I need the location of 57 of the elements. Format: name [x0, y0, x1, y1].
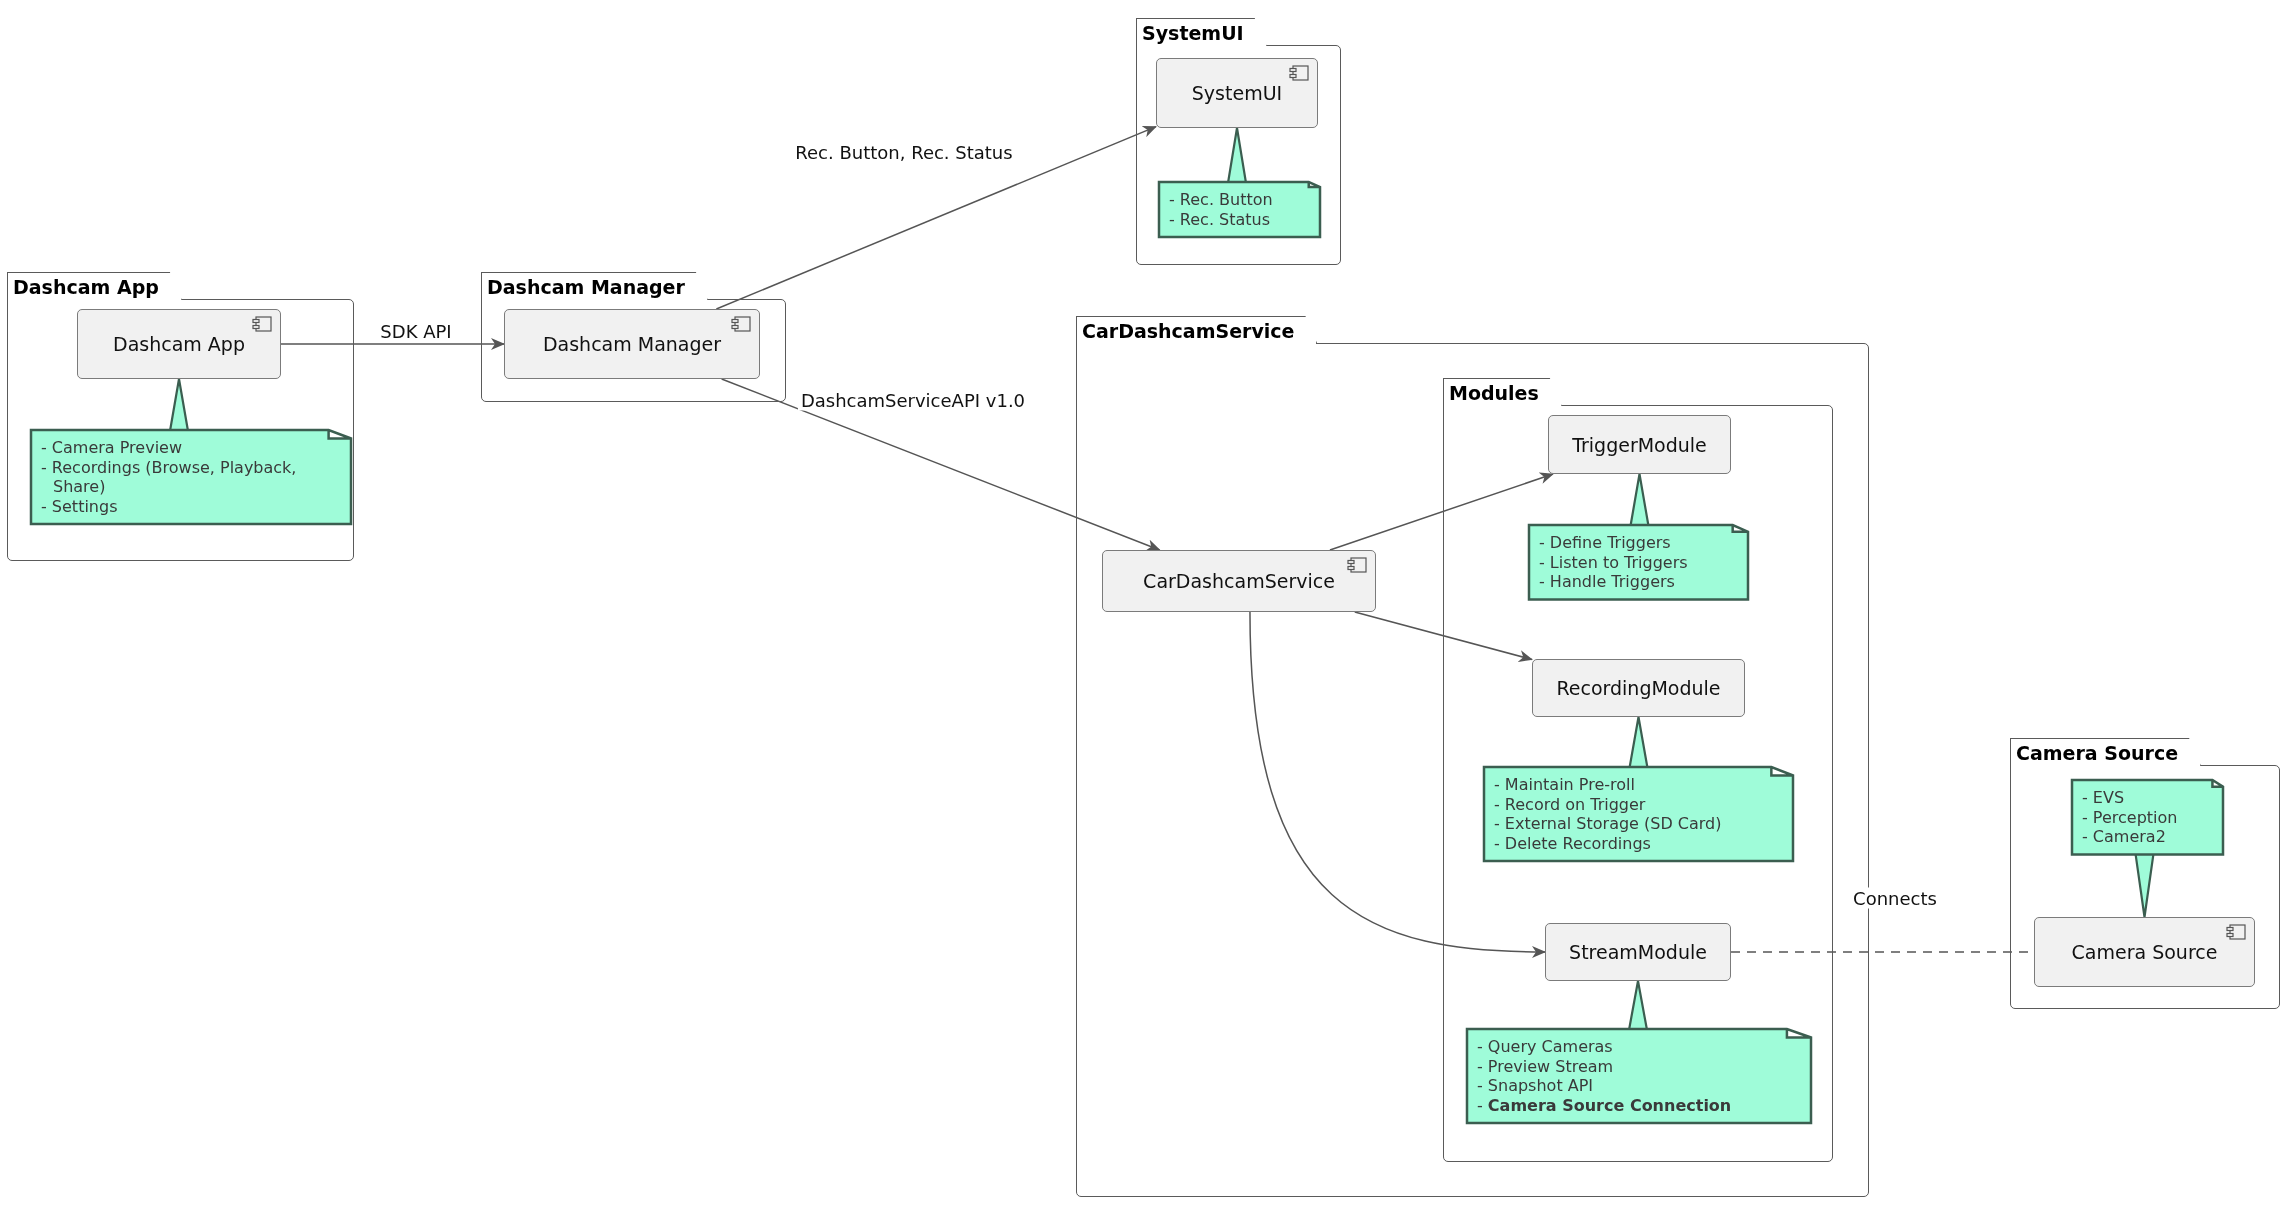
note: [2072, 780, 2223, 855]
arrow: [1249, 611, 1546, 958]
component-label: CarDashcamService: [1143, 570, 1335, 592]
arrow: [1329, 472, 1554, 551]
component-box: [504, 309, 760, 379]
component-label: StreamModule: [1569, 941, 1707, 963]
note-item: - Record on Trigger: [1494, 794, 1647, 815]
note: [1529, 525, 1748, 600]
package-title: CarDashcamService: [1076, 316, 1318, 344]
note-item: - Listen to Triggers: [1539, 552, 1689, 573]
component-box: [1545, 923, 1731, 981]
package-title: Dashcam Manager: [481, 272, 708, 300]
package-title: Modules: [1443, 378, 1562, 406]
arrow: [715, 125, 1157, 310]
component-box: [1532, 659, 1745, 717]
package-title: Camera Source: [2010, 738, 2202, 766]
note-item: - Perception: [2082, 807, 2179, 828]
component-label: Dashcam App: [113, 333, 245, 355]
note-item: - Handle Triggers: [1539, 572, 1676, 592]
note-item: - Recordings (Browse, Playback, Share): [41, 457, 298, 497]
component-box: [1548, 415, 1731, 474]
package-title: Dashcam App: [7, 272, 182, 300]
note-item: - Delete Recordings: [1494, 833, 1652, 854]
package-frame: [1443, 378, 1833, 1162]
note-item: - Maintain Pre-roll: [1494, 775, 1636, 795]
package-frame: [7, 272, 354, 561]
note-item: - Camera2: [2082, 827, 2167, 847]
arrow: [280, 338, 505, 350]
component-box: [1102, 550, 1376, 612]
component-box: [2034, 917, 2255, 987]
package-frame: [481, 272, 786, 402]
note-item: - Rec. Status: [1169, 209, 1272, 230]
note-item: - Camera Source Connection: [1477, 1095, 1733, 1116]
note: [31, 430, 351, 525]
note-item: - Define Triggers: [1539, 533, 1672, 553]
component-label: Camera Source: [2071, 941, 2218, 963]
note-item: - Camera Preview: [41, 438, 183, 458]
note-item: - Snapshot API: [1477, 1076, 1595, 1096]
note: [1484, 767, 1793, 862]
component-label: SystemUI: [1191, 82, 1283, 104]
component-box: [1156, 58, 1318, 128]
note-item: - EVS: [2082, 788, 2126, 808]
component-box: [77, 309, 281, 379]
component-label: Dashcam Manager: [542, 333, 722, 355]
component-label: TriggerModule: [1572, 433, 1707, 456]
note-item: - External Storage (SD Card): [1494, 814, 1723, 834]
note-item: - Preview Stream: [1477, 1056, 1615, 1077]
note: [1467, 1029, 1811, 1124]
note: [1159, 182, 1320, 238]
component-label: RecordingModule: [1556, 677, 1721, 699]
package-title: SystemUI: [1136, 18, 1267, 46]
package-frame: [1136, 18, 1341, 265]
note-item: - Rec. Button: [1169, 190, 1274, 210]
arrow: [1354, 611, 1533, 662]
note-item: - Query Cameras: [1477, 1037, 1614, 1057]
note-item: - Settings: [41, 496, 119, 517]
package-frame: [2010, 738, 2280, 1009]
